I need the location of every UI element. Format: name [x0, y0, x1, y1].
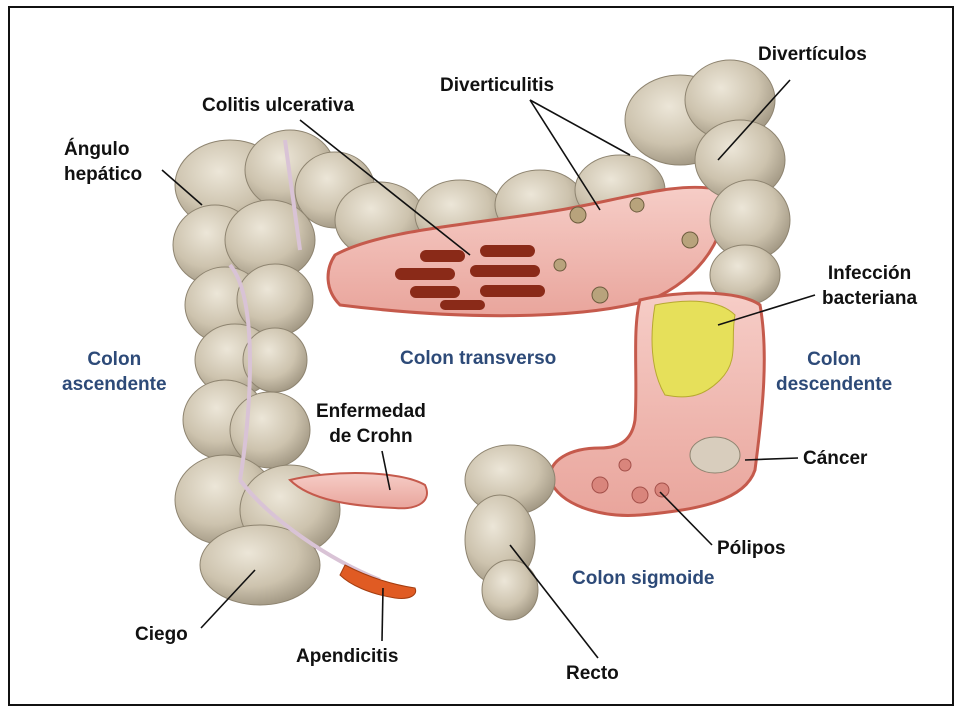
label-polipos: Pólipos	[717, 537, 786, 562]
appendix	[340, 565, 416, 598]
cancer-mass	[690, 437, 740, 473]
region-colon-descendente: Colon descendente	[776, 348, 892, 397]
label-recto: Recto	[566, 662, 619, 687]
label-colitis-ulcerativa: Colitis ulcerativa	[202, 94, 354, 119]
label-enfermedad-crohn: Enfermedad de Crohn	[316, 400, 426, 449]
label-cancer: Cáncer	[803, 447, 867, 472]
region-colon-transverso: Colon transverso	[400, 347, 556, 372]
label-diverticulitis: Diverticulitis	[440, 74, 554, 99]
region-colon-ascendente: Colon ascendente	[62, 348, 167, 397]
label-angulo-hepatico: Ángulo hepático	[64, 138, 142, 187]
label-infeccion-bacteriana: Infección bacteriana	[822, 262, 917, 311]
label-apendicitis: Apendicitis	[296, 645, 398, 670]
label-ciego: Ciego	[135, 623, 188, 648]
region-colon-sigmoide: Colon sigmoide	[572, 567, 715, 592]
rectum	[465, 445, 555, 620]
label-diverticulos: Divertículos	[758, 43, 867, 68]
